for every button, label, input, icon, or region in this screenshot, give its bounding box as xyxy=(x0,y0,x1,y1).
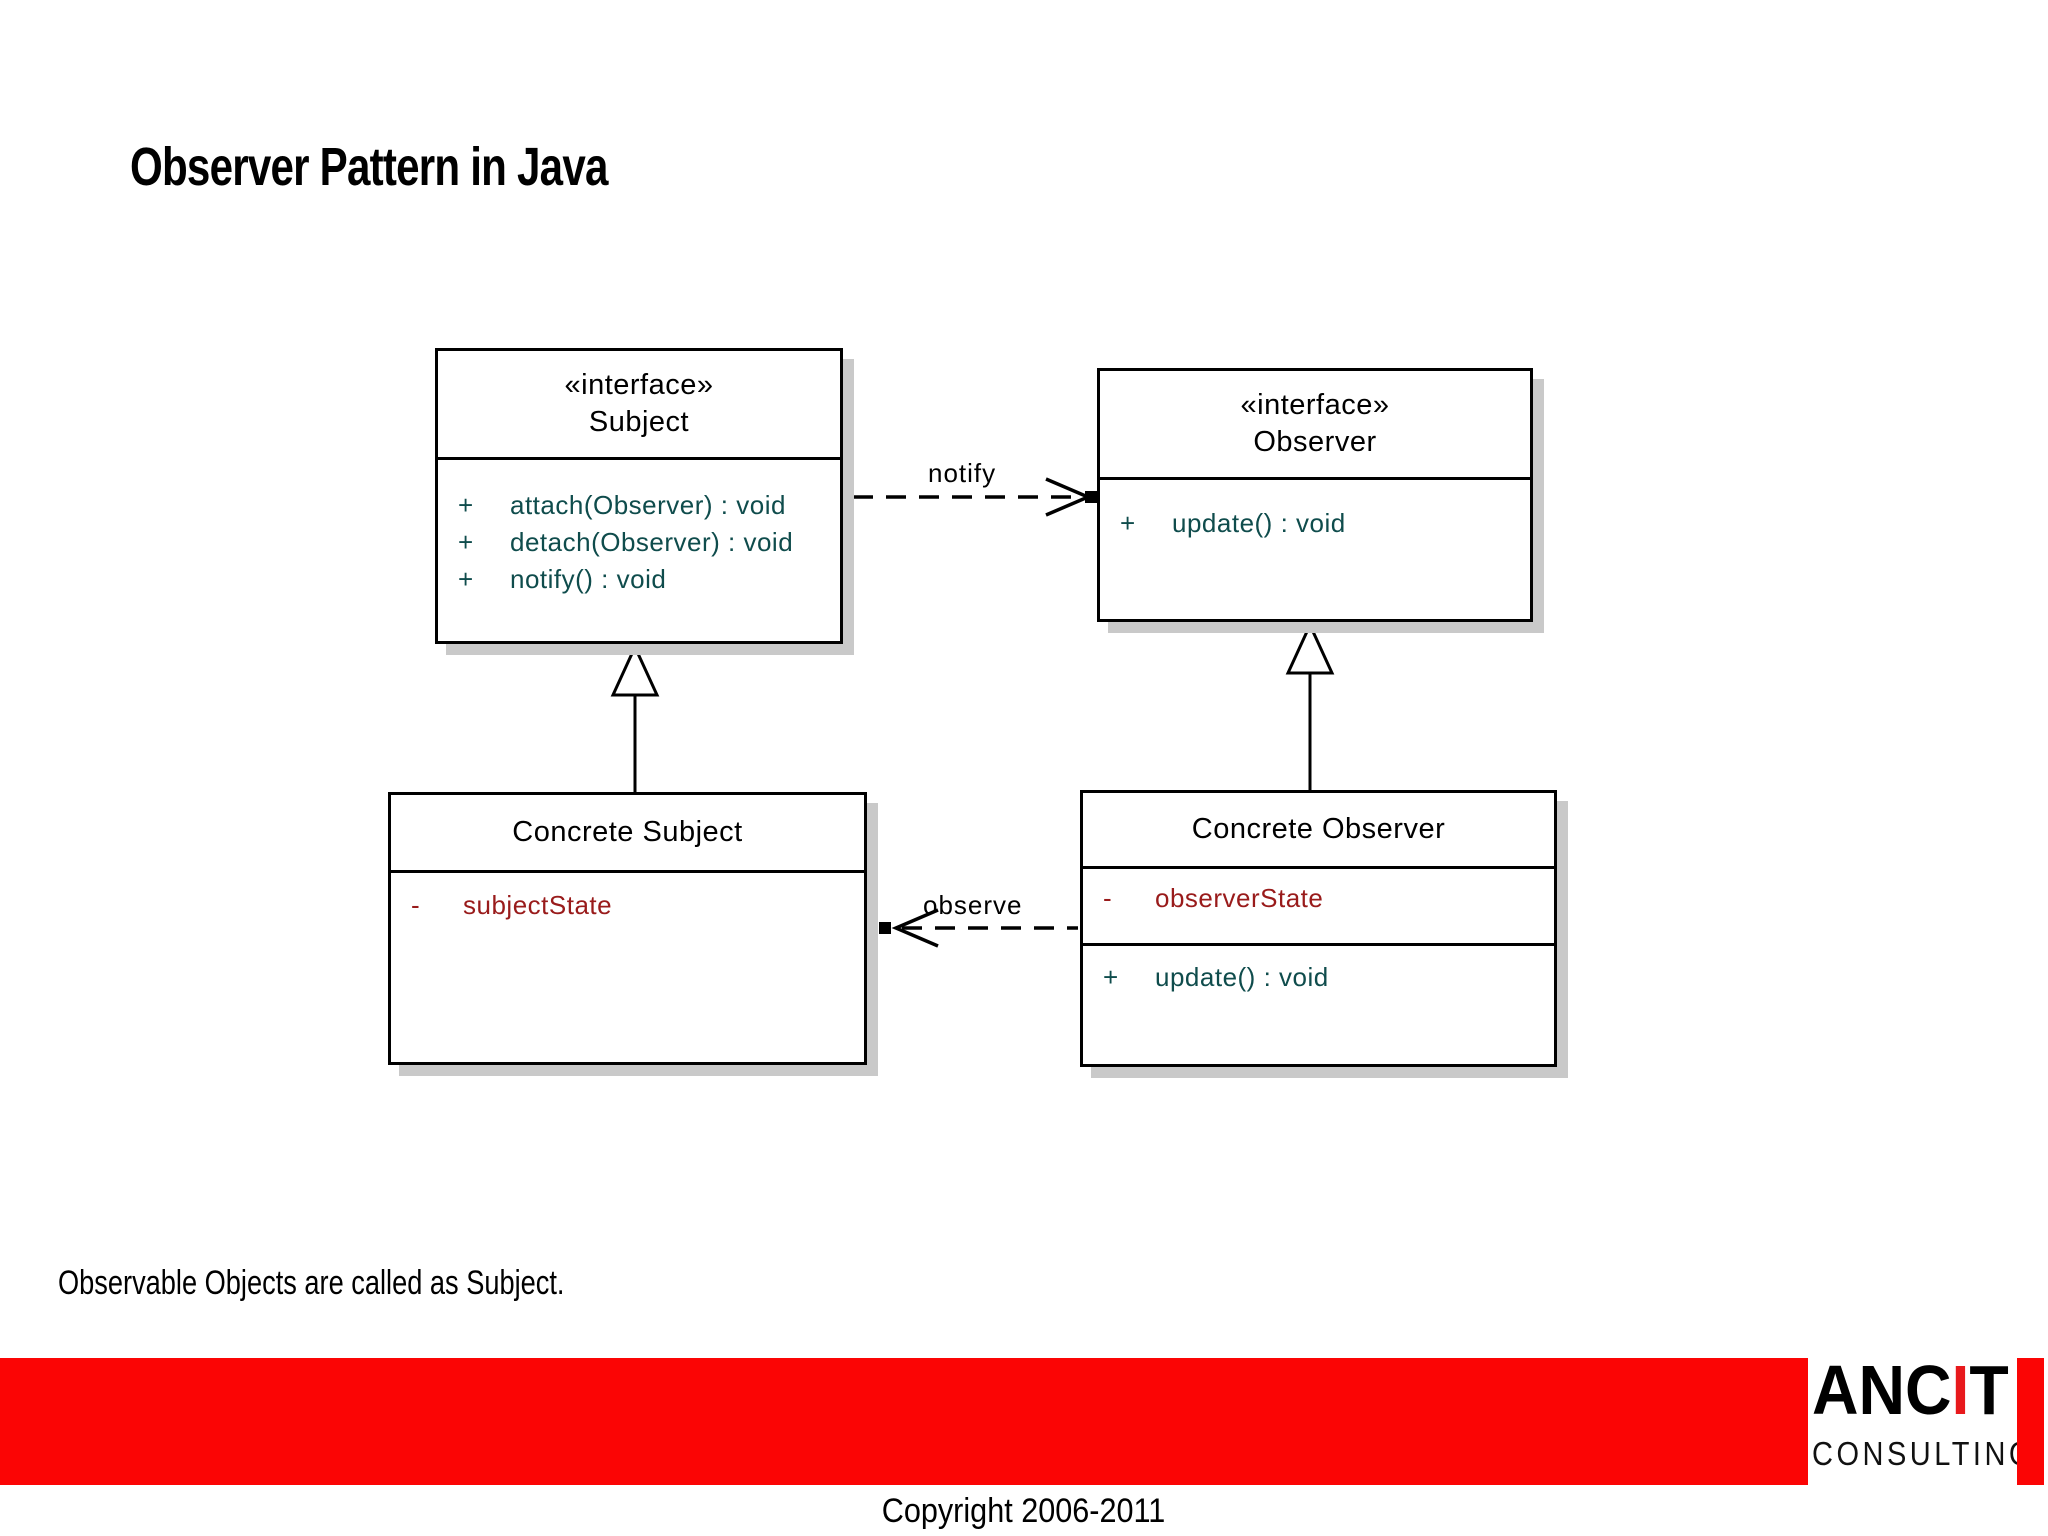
compartment-divider xyxy=(1083,943,1554,946)
field-row: - observerState xyxy=(1103,883,1548,914)
observe-anchor-square xyxy=(879,922,891,934)
visibility-sign: - xyxy=(411,890,421,920)
logo-letter-t: T xyxy=(1969,1358,2009,1429)
class-header-subject: «interface» Subject xyxy=(438,351,840,460)
class-name-observer: Observer xyxy=(1253,426,1377,458)
method-row: + update() : void xyxy=(1120,508,1524,539)
visibility-sign: + xyxy=(458,527,474,557)
method-row: + update() : void xyxy=(1103,962,1548,993)
edge-label-notify: notify xyxy=(928,458,997,488)
notify-anchor-square xyxy=(1085,491,1097,503)
generalization-triangle-subject-icon xyxy=(610,643,660,697)
class-header-concrete-observer: Concrete Observer xyxy=(1083,793,1554,869)
note-text: Observable Objects are called as Subject… xyxy=(58,1264,565,1302)
method-signature: notify() : void xyxy=(510,564,667,594)
visibility-sign: + xyxy=(458,564,474,594)
footer-red-bar xyxy=(0,1358,1808,1485)
class-name-concrete-subject: Concrete Subject xyxy=(512,816,743,848)
method-row: + notify() : void xyxy=(458,564,834,595)
class-box-subject: «interface» Subject + attach(Observer) : … xyxy=(435,348,843,644)
class-name-concrete-observer: Concrete Observer xyxy=(1191,813,1446,845)
method-signature: attach(Observer) : void xyxy=(510,490,786,520)
stereotype-label: «interface» xyxy=(564,369,714,401)
field-name: observerState xyxy=(1155,883,1324,913)
logo-subtitle: CONSULTING xyxy=(1812,1436,2017,1473)
class-box-concrete-observer: Concrete Observer - observerState + update… xyxy=(1080,790,1557,1067)
company-logo: ANCIT CONSULTING xyxy=(1808,1358,2017,1485)
logo-wordmark: ANCIT xyxy=(1812,1358,2009,1430)
method-row: + detach(Observer) : void xyxy=(458,527,834,558)
logo-letter-i-red: I xyxy=(1951,1358,1970,1429)
field-row: - subjectState xyxy=(411,890,858,921)
logo-letters-anc: ANC xyxy=(1812,1358,1952,1429)
method-signature: update() : void xyxy=(1155,962,1329,992)
method-signature: detach(Observer) : void xyxy=(510,527,794,557)
class-box-concrete-subject: Concrete Subject - subjectState xyxy=(388,792,867,1065)
generalization-triangle-observer-icon xyxy=(1285,621,1335,675)
notify-open-arrowhead-icon xyxy=(1045,477,1093,517)
method-row: + attach(Observer) : void xyxy=(458,490,834,521)
visibility-sign: - xyxy=(1103,883,1113,913)
class-name-subject: Subject xyxy=(588,406,690,438)
footer-red-bar-right-edge xyxy=(2017,1358,2044,1485)
class-header-observer: «interface» Observer xyxy=(1100,371,1530,480)
field-name: subjectState xyxy=(463,890,613,920)
class-header-concrete-subject: Concrete Subject xyxy=(391,795,864,873)
edge-label-observe: observe xyxy=(923,890,1023,920)
method-signature: update() : void xyxy=(1172,508,1346,538)
visibility-sign: + xyxy=(1103,962,1119,992)
stereotype-label: «interface» xyxy=(1240,389,1390,421)
copyright-text: Copyright 2006-2011 xyxy=(882,1492,1166,1530)
visibility-sign: + xyxy=(458,490,474,520)
class-box-observer: «interface» Observer + update() : void xyxy=(1097,368,1533,622)
page-title: Observer Pattern in Java xyxy=(130,137,608,197)
visibility-sign: + xyxy=(1120,508,1136,538)
